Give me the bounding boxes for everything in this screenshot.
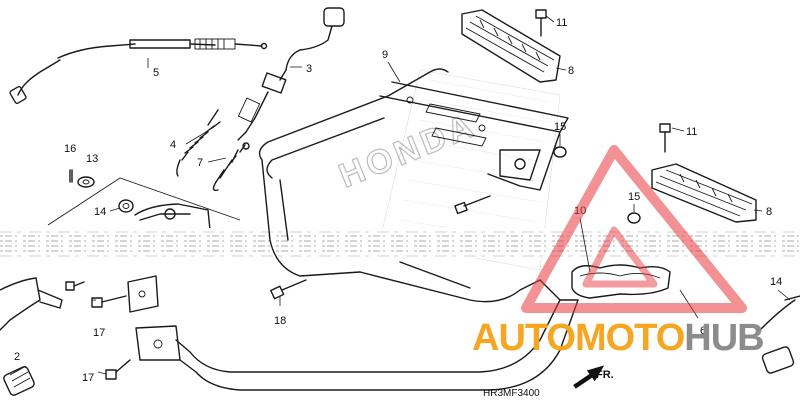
callout-15-upper: 15	[554, 121, 566, 133]
callout-9: 9	[382, 49, 388, 61]
bolt-18	[270, 279, 307, 300]
callout-labels: 2 3 4 5 6 7 8 8 9 10 11 11 13 14 14 15 1…	[14, 17, 782, 384]
part-9-step-frame	[258, 68, 569, 303]
drawing-code: HR3MF3400	[483, 388, 540, 399]
part-7-spring	[212, 142, 250, 192]
watermark-word-auto: AUTO	[472, 317, 575, 359]
part-14-collar-left	[118, 199, 134, 213]
bolt-17-upper	[91, 295, 127, 308]
left-pedal-bracket	[47, 177, 241, 231]
watermark-triangle	[521, 145, 747, 313]
watermark-word-moto: MOTO	[575, 317, 684, 359]
callout-14-right: 14	[770, 276, 782, 288]
part-6-pedal-right	[759, 295, 800, 374]
bolt-11-upper	[535, 9, 547, 37]
callout-13: 13	[86, 153, 98, 165]
part-8-footrest-upper	[461, 9, 561, 83]
callout-7: 7	[197, 157, 203, 169]
callout-11-lower: 11	[686, 126, 697, 138]
callout-8-upper: 8	[568, 65, 574, 77]
callout-16: 16	[64, 143, 76, 155]
part-2-brake-pedal	[0, 277, 63, 396]
callout-17-lower: 17	[82, 372, 94, 384]
callout-3: 3	[306, 63, 312, 75]
part-4-spring	[176, 109, 221, 177]
part-16-pin	[69, 169, 73, 183]
callout-5: 5	[153, 67, 159, 79]
direction-label: FR.	[596, 369, 614, 381]
bolt-17-lower	[105, 359, 131, 380]
lower-step-frame	[135, 279, 579, 391]
bolt-left-upper	[65, 281, 85, 291]
nut-15-upper	[553, 146, 567, 158]
honda-brand-mark: HONDA	[333, 105, 483, 196]
callout-8-lower: 8	[766, 206, 772, 218]
bracket-left-lower	[127, 275, 159, 313]
part-13-washer	[77, 176, 95, 188]
front-direction-arrow: FR.	[573, 365, 614, 389]
watermark-text: AUTOMOTOHUB	[472, 317, 764, 359]
part-5-cable	[9, 38, 268, 105]
part-3-cable-switch	[237, 7, 345, 141]
watermark-word-hub: HUB	[684, 317, 763, 359]
callout-2: 2	[14, 351, 20, 363]
watermark-logo: AUTOMOTOHUB	[472, 145, 765, 359]
callout-4: 4	[170, 139, 176, 151]
callout-15-lower: 15	[628, 191, 640, 203]
bolt-11-lower	[659, 123, 671, 153]
callout-17-upper: 17	[93, 327, 105, 339]
callout-14-left: 14	[94, 206, 106, 218]
nut-15-lower	[627, 212, 641, 224]
part-8-footrest-lower	[651, 163, 757, 223]
honda-brand-text: HONDA	[334, 106, 482, 195]
bolt-front-mid	[454, 195, 491, 215]
callout-11-upper: 11	[556, 17, 567, 29]
callout-6: 6	[700, 325, 706, 337]
scan-noise-band	[0, 228, 800, 258]
callout-18: 18	[274, 315, 286, 327]
